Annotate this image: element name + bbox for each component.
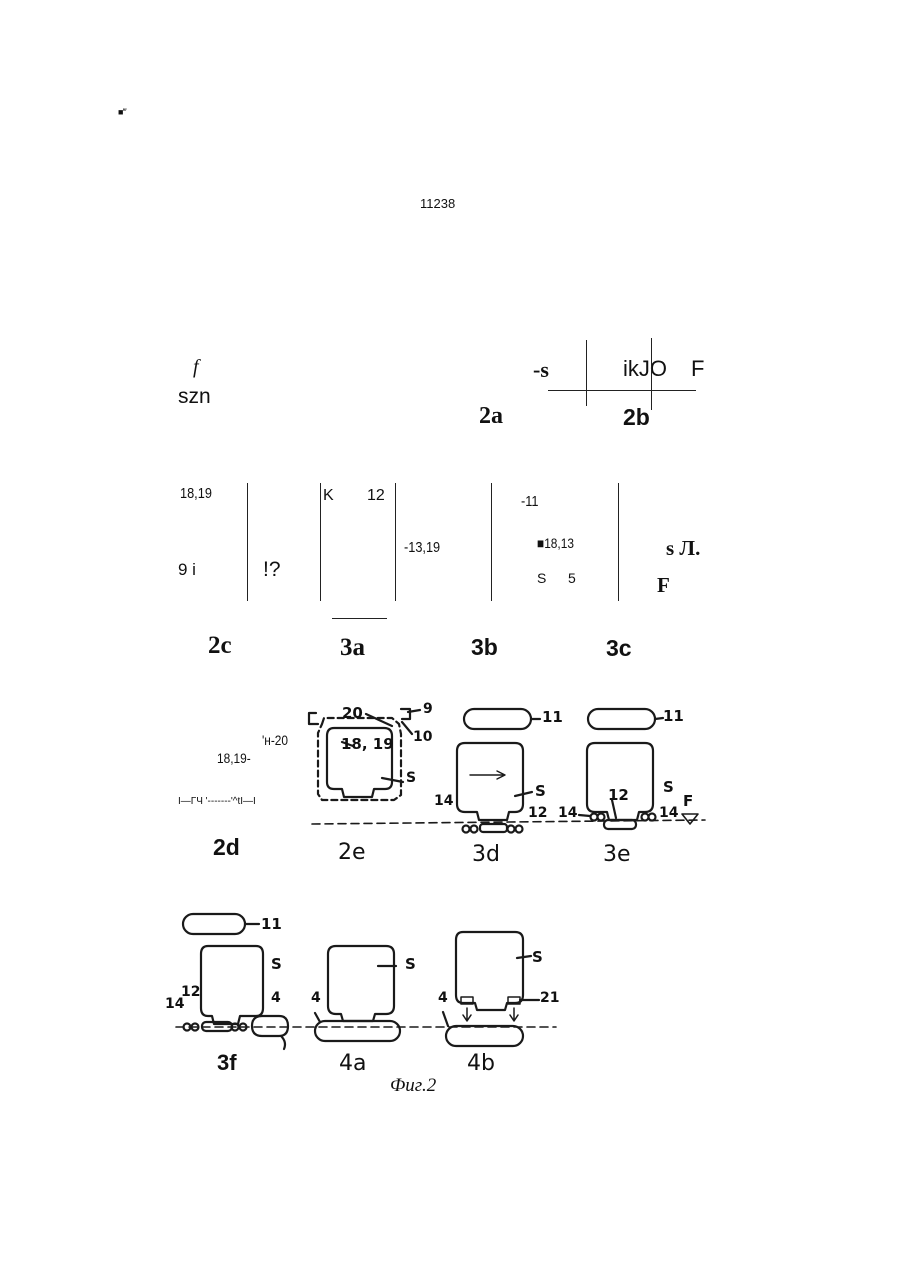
fig-3e-marker-f xyxy=(682,814,698,824)
callout-21: 21 xyxy=(540,991,559,1005)
callout-14: 14 xyxy=(558,806,577,820)
fig-2e-left-clip xyxy=(309,713,318,724)
fig-3e-body xyxy=(587,743,653,820)
callout-4: 4 xyxy=(311,991,321,1005)
label-18-19: 18,19- xyxy=(217,751,251,765)
fig-3f-tail xyxy=(252,1016,288,1036)
callout-12: 12 xyxy=(608,788,629,803)
callout-f: F xyxy=(683,794,693,809)
fig-3f-tail-hook xyxy=(281,1036,285,1049)
fig-3d-carrier xyxy=(480,824,507,832)
fig-3d-body xyxy=(457,743,523,820)
callout-14: 14 xyxy=(434,794,453,808)
fig-3d-arrow xyxy=(470,771,505,779)
figure-label-3f: 3f xyxy=(217,1052,237,1074)
callout-s: S xyxy=(406,771,416,785)
fig-3e-leader-11 xyxy=(655,718,663,719)
fig-4b-arrow xyxy=(510,1008,518,1021)
fig-4b-base xyxy=(446,1026,523,1046)
figure-label-4b: 4b xyxy=(467,1053,495,1075)
callout-s: S xyxy=(271,957,282,972)
fig-3f-body xyxy=(201,946,263,1024)
callout-11: 11 xyxy=(261,917,282,932)
figure-label-4a: 4a xyxy=(339,1053,366,1075)
callout-s: S xyxy=(405,957,416,972)
figure-label-3e: 3e xyxy=(603,844,631,866)
callout-s: S xyxy=(535,784,546,799)
callout-14: 14 xyxy=(659,806,678,820)
figure-label-2d: 2d xyxy=(213,836,240,859)
callout-14: 14 xyxy=(165,997,184,1011)
fig-3e-belt xyxy=(588,709,655,729)
figure-caption: Фиг.2 xyxy=(390,1076,436,1095)
fig-3e-roller xyxy=(598,814,605,821)
fig-2e-right-clip xyxy=(401,709,410,719)
label-dash-line: I—ГЧ '-------'^tI—I xyxy=(178,797,256,807)
fig-4a-base xyxy=(315,1021,400,1041)
callout-18-19: 18, 19 xyxy=(341,737,394,752)
fig-3d-roller xyxy=(463,826,470,833)
callout-9: 9 xyxy=(423,702,433,716)
fig-3d-roller xyxy=(508,826,515,833)
fig-3d-roller xyxy=(516,826,523,833)
figure-label-3d: 3d xyxy=(472,844,500,866)
callout-12: 12 xyxy=(528,806,547,820)
fig-3d-roller xyxy=(471,826,478,833)
fig-4b-body xyxy=(456,932,523,1010)
callout-4: 4 xyxy=(271,991,281,1005)
fig-4a-body xyxy=(328,946,394,1021)
fig-4b-arrow xyxy=(463,1008,471,1021)
fig-3f-belt xyxy=(183,914,245,934)
fig-4b-leader xyxy=(443,956,539,1026)
callout-s: S xyxy=(532,950,543,965)
callout-11: 11 xyxy=(663,709,684,724)
figure-label-2e: 2e xyxy=(338,842,366,864)
fig-3e-roller xyxy=(649,814,656,821)
callout-4: 4 xyxy=(438,991,448,1005)
callout-20: 20 xyxy=(342,706,363,721)
label-h20: 'н-20 xyxy=(262,733,288,747)
fig-3d-belt xyxy=(464,709,531,729)
callout-10: 10 xyxy=(413,730,432,744)
callout-s: S xyxy=(663,780,674,795)
callout-11: 11 xyxy=(542,710,563,725)
